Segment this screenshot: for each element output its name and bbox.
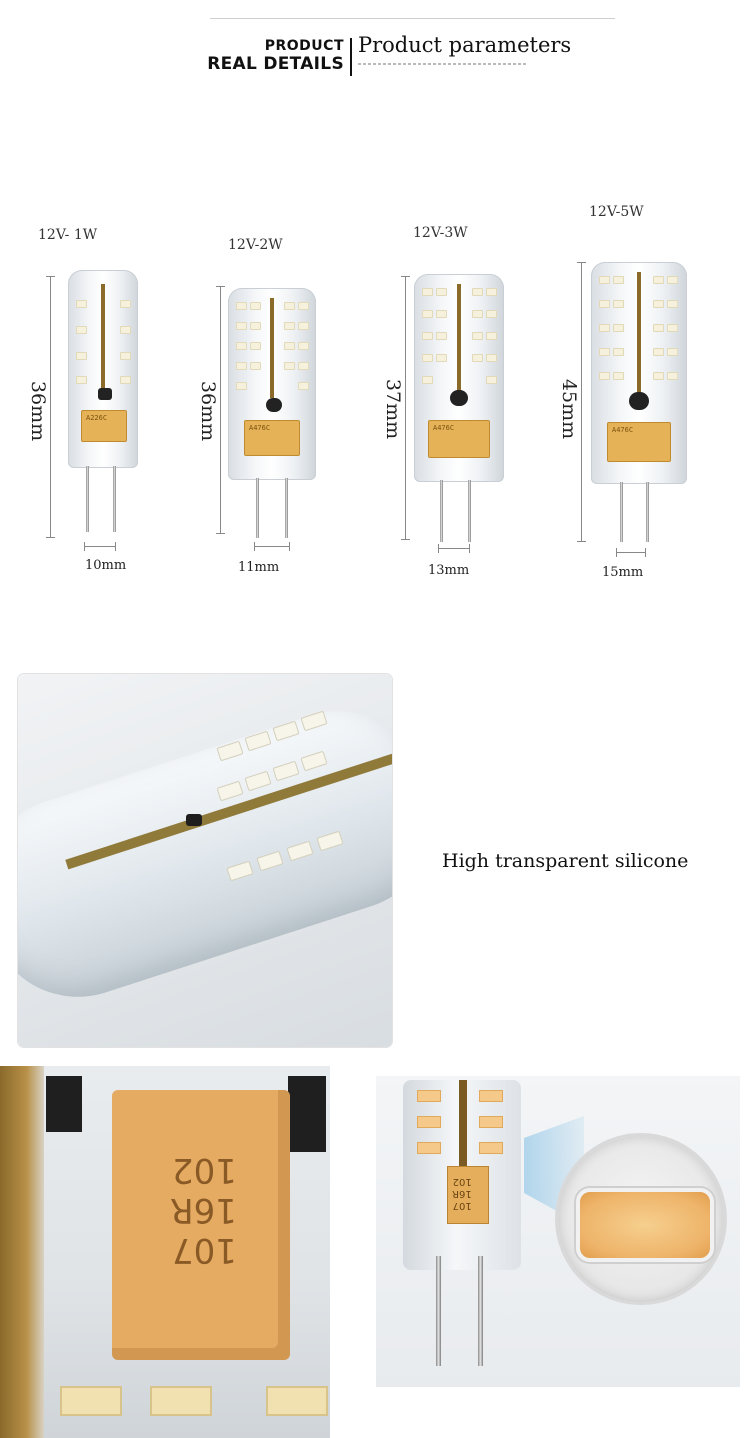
bulb-height-label: 36mm (197, 380, 220, 442)
silicone-bulb-photo (18, 674, 392, 1047)
bulb-spec-label: 12V-5W (589, 204, 644, 220)
height-dimension-line (401, 276, 410, 540)
header-divider (350, 38, 352, 76)
silicone-caption: High transparent silicone (442, 850, 689, 872)
width-dimension-line (84, 542, 116, 551)
bulb-pin (620, 482, 623, 542)
bulb-pin (113, 466, 116, 532)
header-brand: PRODUCT REAL DETAILS (200, 38, 344, 74)
chip-marking: A476C (249, 424, 271, 432)
height-dimension-line (577, 262, 586, 542)
header-product-label: PRODUCT (264, 38, 344, 54)
bulb-pin (440, 480, 443, 542)
width-dimension-line (616, 548, 646, 557)
bulb-pin (646, 482, 649, 542)
height-dimension-line (46, 276, 55, 538)
bulb-spec-label: 12V-3W (413, 225, 468, 241)
bulb-pin (256, 478, 259, 538)
bulb-width-label: 11mm (238, 560, 280, 575)
chip-marking: A226C (86, 414, 108, 422)
page-title: Product parameters (358, 33, 572, 57)
header-subtitle-decoration (358, 63, 528, 65)
bulb-spec-label: 12V- 1W (38, 227, 98, 243)
bulb-spec-label: 12V-2W (228, 237, 283, 253)
bulb-width-label: 13mm (428, 563, 470, 578)
bulb-pin (86, 466, 89, 532)
bulb-image: A476C (414, 274, 504, 482)
bulb-image: A476C (228, 288, 316, 480)
macro-chip-marking: 107 16R 102 (452, 1176, 472, 1211)
header-real-details-label: REAL DETAILS (207, 54, 344, 74)
bulb-width-label: 15mm (602, 565, 644, 580)
bulb-pin (285, 478, 288, 538)
bulb-width-label: 10mm (85, 558, 127, 573)
chip-marking: A476C (612, 426, 634, 434)
height-dimension-line (216, 286, 225, 534)
bulb-height-label: 37mm (382, 378, 405, 440)
led-macro-photo: 107 16R 102 (376, 1076, 740, 1387)
chip-closeup-marking: 107 16R 102 (170, 1150, 237, 1270)
bulb-height-label: 45mm (558, 378, 581, 440)
bulb-image: A226C (68, 270, 138, 468)
chip-closeup-photo: 107 16R 102 (0, 1066, 330, 1438)
bulb-pin (468, 480, 471, 542)
width-dimension-line (438, 544, 470, 553)
width-dimension-line (254, 542, 290, 551)
bulb-image: A476C (591, 262, 687, 484)
bulb-height-label: 36mm (27, 380, 50, 442)
chip-marking: A476C (433, 424, 455, 432)
magnified-led-inset (558, 1136, 724, 1302)
header-rule (210, 18, 615, 19)
